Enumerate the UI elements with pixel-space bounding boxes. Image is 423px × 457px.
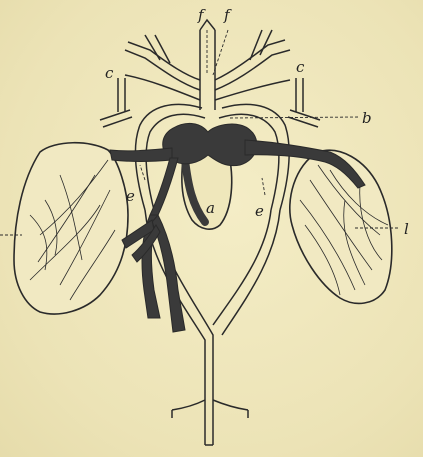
carotid-vessels bbox=[100, 20, 320, 127]
left-lung bbox=[14, 143, 128, 314]
label-f-left: f bbox=[197, 6, 206, 24]
label-c-right: c bbox=[296, 58, 305, 76]
label-c-left: c bbox=[105, 64, 114, 82]
label-l: l bbox=[404, 220, 409, 238]
label-f-right: f bbox=[223, 6, 232, 24]
label-e-left: e bbox=[126, 187, 135, 205]
right-lung bbox=[290, 150, 392, 303]
label-e-right: e bbox=[255, 202, 264, 220]
label-a: a bbox=[206, 199, 215, 217]
label-b: b bbox=[362, 109, 372, 127]
